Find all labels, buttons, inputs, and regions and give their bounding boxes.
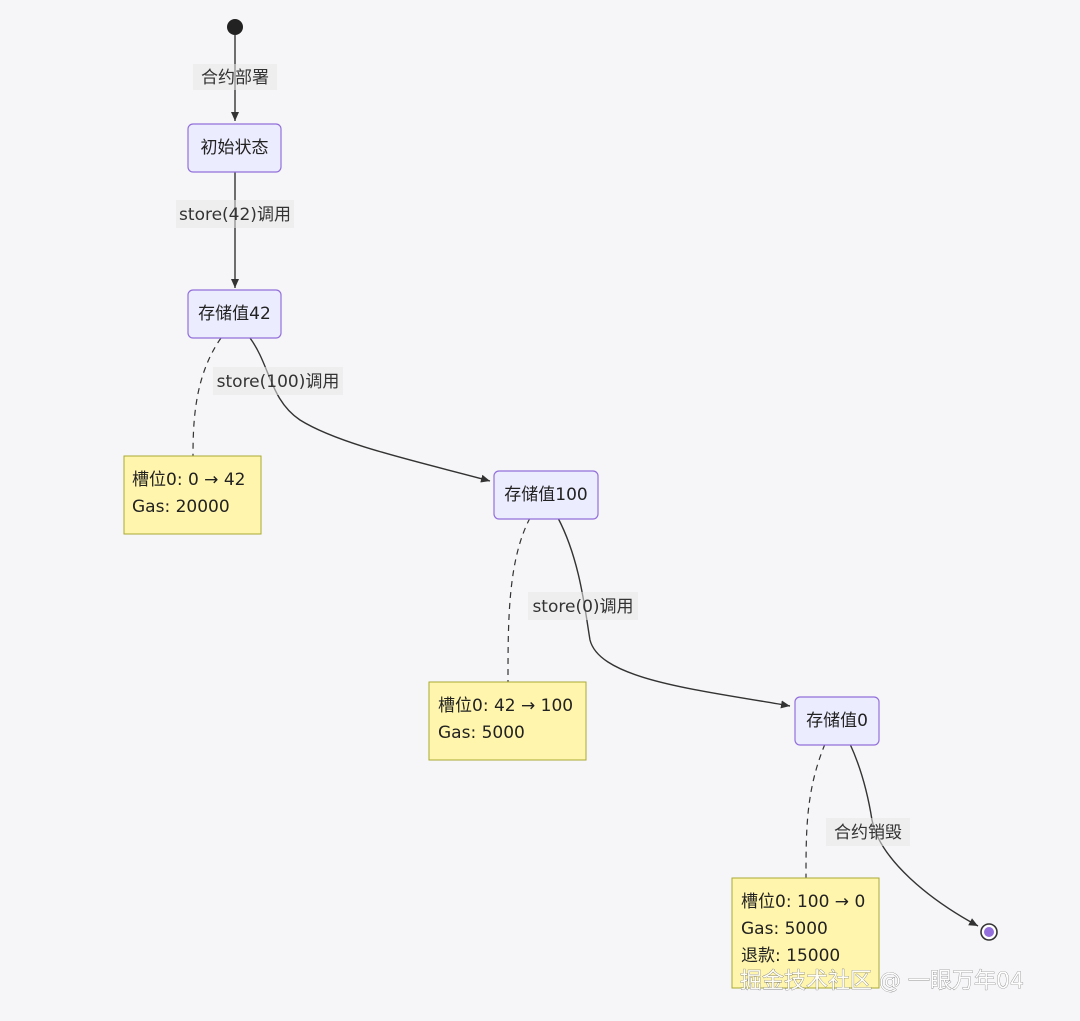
note-connector-0: [805, 743, 826, 879]
edge-label-store100: store(100)调用: [213, 367, 343, 395]
edge-label-store100-text: store(100)调用: [217, 372, 340, 392]
start-node: [227, 19, 243, 35]
state-value-100-label: 存储值100: [504, 485, 587, 505]
note-value-42: 槽位0: 0 → 42 Gas: 20000: [123, 455, 262, 535]
state-initial-label: 初始状态: [201, 138, 269, 158]
edge-store100: [249, 337, 491, 483]
state-initial: 初始状态: [187, 123, 282, 173]
note-connector-100: [507, 517, 531, 683]
note-100-line-2: Gas: 5000: [438, 723, 525, 743]
note-100-line-1: 槽位0: 42 → 100: [438, 696, 573, 716]
edge-label-store0: store(0)调用: [528, 592, 638, 620]
edge-label-store42-text: store(42)调用: [179, 205, 291, 225]
edge-label-deploy: 合约部署: [193, 64, 277, 90]
state-value-0-label: 存储值0: [806, 711, 868, 731]
note-connector-42: [192, 337, 222, 457]
note-value-100: 槽位0: 42 → 100 Gas: 5000: [428, 681, 587, 761]
edge-store0: [557, 517, 791, 709]
edge-label-deploy-text: 合约部署: [201, 68, 269, 88]
edge-label-store0-text: store(0)调用: [532, 597, 633, 617]
state-value-0: 存储值0: [794, 696, 880, 746]
note-0-line-2: Gas: 5000: [741, 919, 828, 939]
watermark: 掘金技术社区 @ 一眼万年04: [740, 969, 1024, 994]
note-value-0: 槽位0: 100 → 0 Gas: 5000 退款: 15000: [731, 877, 880, 989]
note-0-line-1: 槽位0: 100 → 0: [741, 892, 865, 912]
note-42-line-2: Gas: 20000: [132, 497, 230, 517]
edge-label-destroy-text: 合约销毁: [834, 823, 902, 843]
note-0-line-3: 退款: 15000: [741, 946, 840, 966]
state-value-100: 存储值100: [493, 470, 599, 520]
end-node: [980, 923, 998, 941]
note-42-line-1: 槽位0: 0 → 42: [132, 470, 245, 490]
edge-label-store42: store(42)调用: [176, 200, 294, 228]
edge-label-destroy: 合约销毁: [826, 818, 910, 846]
state-value-42-label: 存储值42: [198, 304, 271, 324]
state-value-42: 存储值42: [187, 289, 282, 339]
